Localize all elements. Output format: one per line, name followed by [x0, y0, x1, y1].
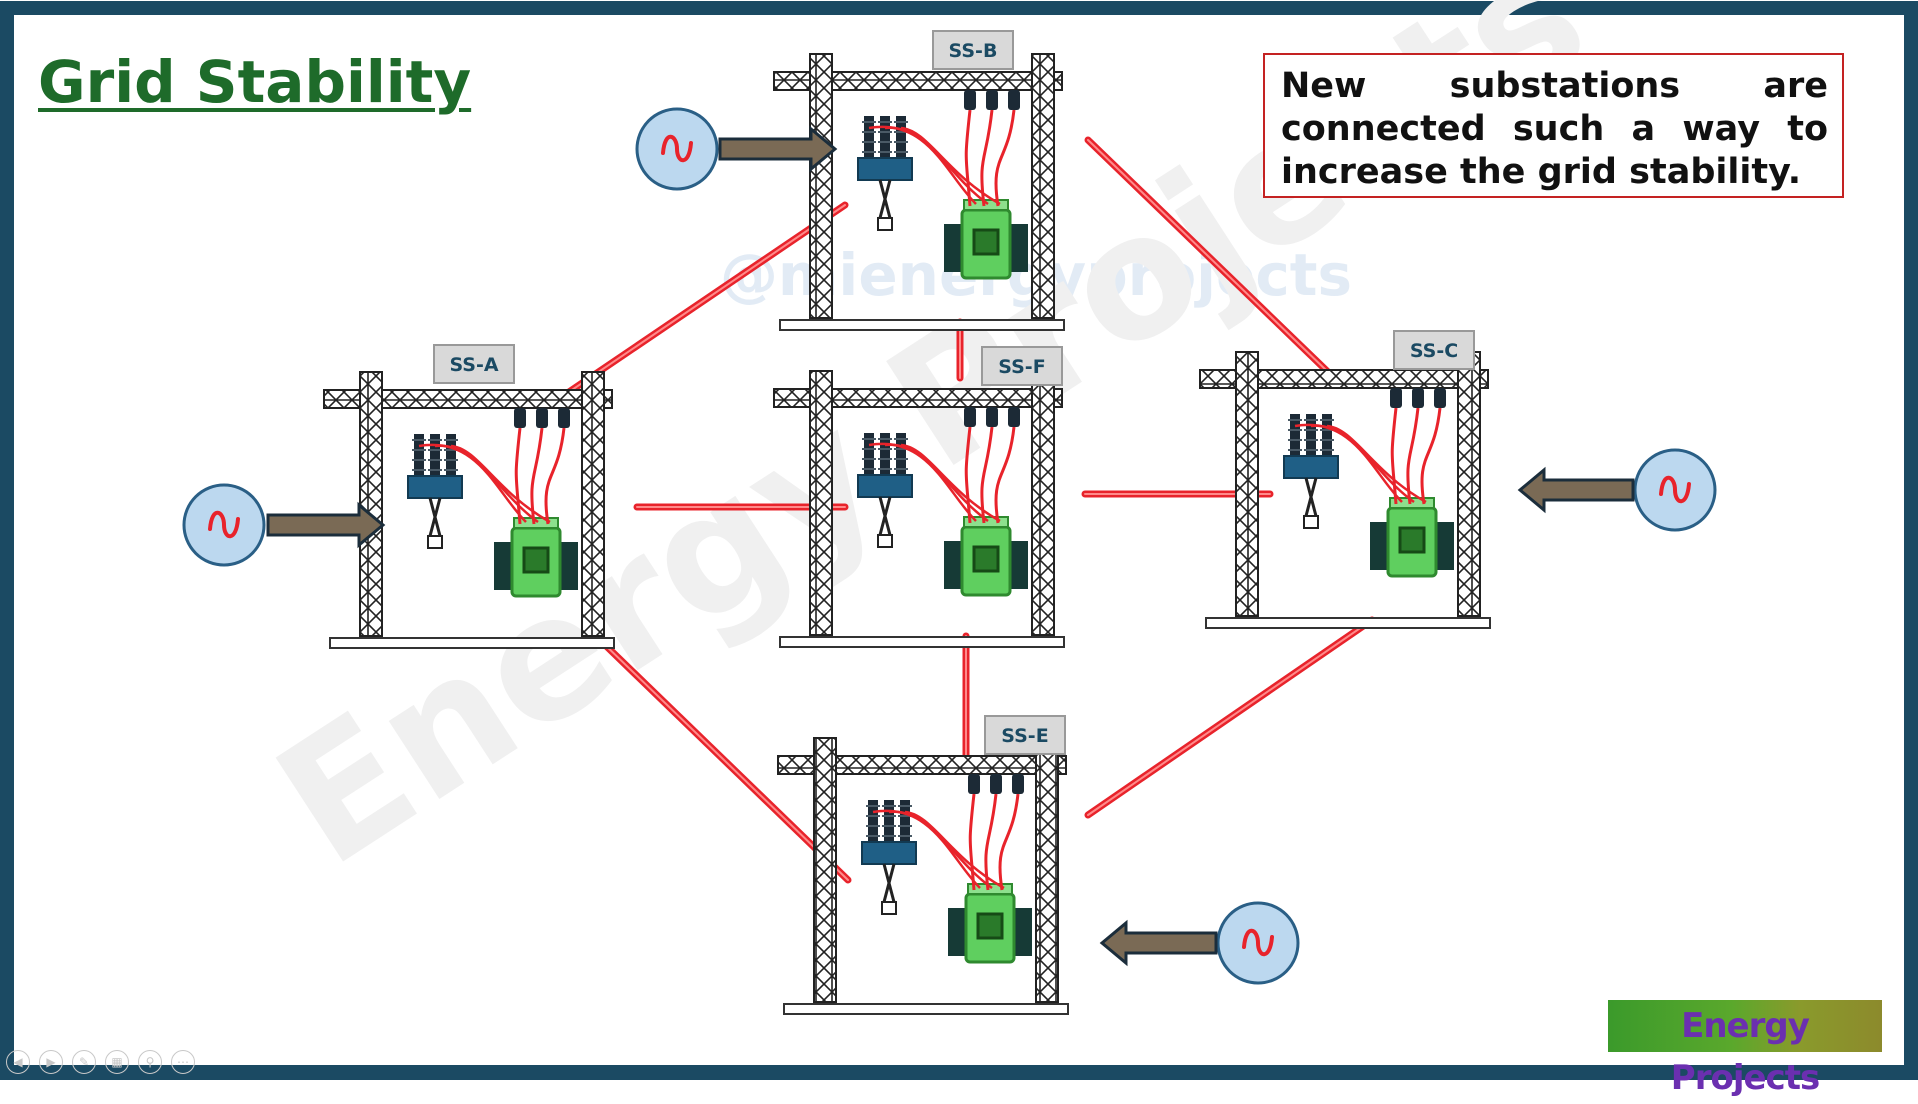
gantry-icon [777, 755, 1067, 775]
gantry-icon [323, 389, 613, 409]
arrow-icon [718, 125, 838, 173]
substation-ss-b: SS-B [773, 30, 1065, 331]
more-icon[interactable]: ⋯ [171, 1050, 195, 1074]
insulator-icon [986, 407, 998, 427]
insulator-icon [514, 408, 526, 428]
page-title: Grid Stability [38, 48, 472, 116]
substation-label: SS-B [949, 40, 998, 62]
breaker-icon [861, 841, 917, 865]
substation-base [783, 1003, 1069, 1015]
slides-grid-icon[interactable]: ▦ [105, 1050, 129, 1074]
substation-ss-a: SS-A [323, 344, 615, 649]
info-note: New substations are connected such a way… [1263, 53, 1844, 198]
substation-ss-f: SS-F [773, 346, 1065, 648]
gantry-icon [1199, 369, 1489, 389]
substation-label-box [433, 344, 515, 384]
gantry-icon [773, 388, 1063, 408]
arrow-icon [1517, 466, 1635, 514]
substation-base [779, 319, 1065, 331]
brand-logo: Energy Projects [1608, 1000, 1882, 1098]
substation-label-box [1393, 330, 1475, 370]
breaker-icon [857, 474, 913, 498]
insulator-icon [1390, 388, 1402, 408]
presentation-controls[interactable]: ◀ ▶ ✎ ▦ ⚲ ⋯ [6, 1050, 195, 1074]
substation-ss-c: SS-C [1199, 330, 1491, 629]
insulator-icon [964, 90, 976, 110]
gen-ss-a [182, 483, 386, 567]
arrow-icon [266, 501, 386, 549]
next-slide-icon[interactable]: ▶ [39, 1050, 63, 1074]
substation-label: SS-A [449, 354, 498, 376]
substation-ss-e: SS-E [777, 715, 1069, 1015]
insulator-icon [536, 408, 548, 428]
diagram-canvas: @mienergyprojects Energy Projects SS-ASS… [0, 0, 1918, 1080]
substation-label-box [981, 346, 1063, 386]
insulator-icon [1012, 774, 1024, 794]
insulator-icon [558, 408, 570, 428]
zoom-icon[interactable]: ⚲ [138, 1050, 162, 1074]
transmission-lines [559, 136, 1376, 884]
breaker-icon [407, 475, 463, 499]
insulator-icon [1008, 90, 1020, 110]
substation-label-box [932, 30, 1014, 70]
gantry-icon [773, 71, 1063, 91]
substation-label-box [984, 715, 1066, 755]
substation-base [1205, 617, 1491, 629]
prev-slide-icon[interactable]: ◀ [6, 1050, 30, 1074]
insulator-icon [1434, 388, 1446, 408]
gen-ss-e [1099, 901, 1300, 985]
substation-base [329, 637, 615, 649]
breaker-icon [857, 157, 913, 181]
substation-label: SS-C [1410, 340, 1458, 362]
substation-label: SS-E [1001, 725, 1048, 747]
breaker-icon [1283, 455, 1339, 479]
insulator-icon [986, 90, 998, 110]
substation-base [779, 636, 1065, 648]
insulator-icon [1412, 388, 1424, 408]
insulator-icon [968, 774, 980, 794]
insulator-icon [1008, 407, 1020, 427]
insulator-icon [964, 407, 976, 427]
arrow-icon [1099, 919, 1218, 967]
gen-ss-b [635, 107, 838, 191]
insulator-icon [990, 774, 1002, 794]
substation-label: SS-F [998, 356, 1045, 378]
pen-icon[interactable]: ✎ [72, 1050, 96, 1074]
gen-ss-c [1517, 448, 1717, 532]
